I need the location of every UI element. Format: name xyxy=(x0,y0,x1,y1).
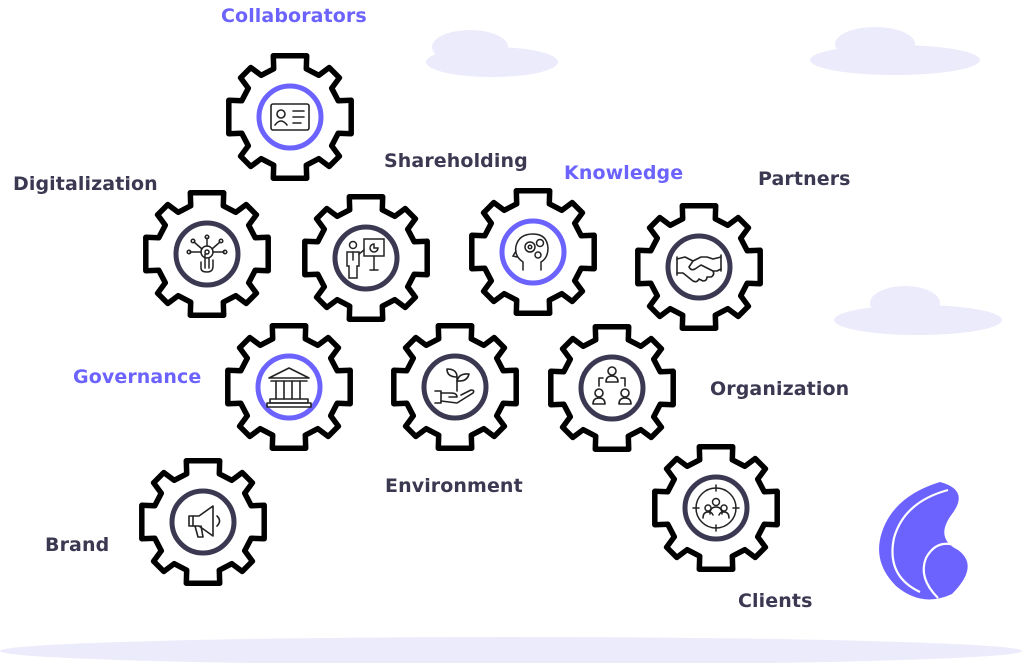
label-brand: Brand xyxy=(45,534,110,556)
cloud-top-center xyxy=(426,30,558,77)
brain-gears-icon xyxy=(511,233,549,271)
label-knowledge: Knowledge xyxy=(564,162,684,184)
label-organization: Organization xyxy=(710,378,850,400)
label-shareholding: Shareholding xyxy=(384,150,528,172)
brand-logo xyxy=(879,482,968,600)
gear-ring xyxy=(169,488,237,556)
label-collaborators: Collaborators xyxy=(221,5,367,27)
label-environment: Environment xyxy=(385,475,523,497)
institution-icon xyxy=(266,367,312,408)
gear-ring xyxy=(332,224,400,292)
floor-shadow xyxy=(0,637,1022,663)
group-target-icon xyxy=(692,484,740,532)
gear-partners xyxy=(638,206,760,328)
gear-governance xyxy=(228,326,350,448)
gear-clients xyxy=(655,447,777,569)
gear-ring xyxy=(255,353,323,421)
gear-collaborators xyxy=(229,56,351,178)
label-digitalization: Digitalization xyxy=(13,173,158,195)
id-card-icon xyxy=(270,103,310,131)
org-chart-icon xyxy=(592,366,632,405)
plant-hand-icon xyxy=(434,368,475,404)
touch-network-icon xyxy=(186,234,228,273)
cloud-middle-right xyxy=(834,286,1002,335)
gear-ring xyxy=(421,353,489,421)
gear-knowledge xyxy=(472,191,594,313)
label-governance: Governance xyxy=(73,366,202,388)
gear-ring xyxy=(256,83,324,151)
gear-organization xyxy=(551,327,673,449)
gear-ring xyxy=(682,474,750,542)
cloud-top-right xyxy=(810,27,980,75)
gear-digitalization xyxy=(146,193,268,315)
background-clouds xyxy=(0,27,1022,663)
gear-environment xyxy=(394,326,516,448)
gear-shareholding xyxy=(305,197,427,319)
gear-brand xyxy=(142,461,264,583)
gear-ring xyxy=(499,218,567,286)
presentation-icon xyxy=(346,238,385,279)
label-clients: Clients xyxy=(738,590,813,612)
megaphone-icon xyxy=(188,505,221,538)
handshake-icon xyxy=(676,254,722,283)
label-partners: Partners xyxy=(758,168,851,190)
